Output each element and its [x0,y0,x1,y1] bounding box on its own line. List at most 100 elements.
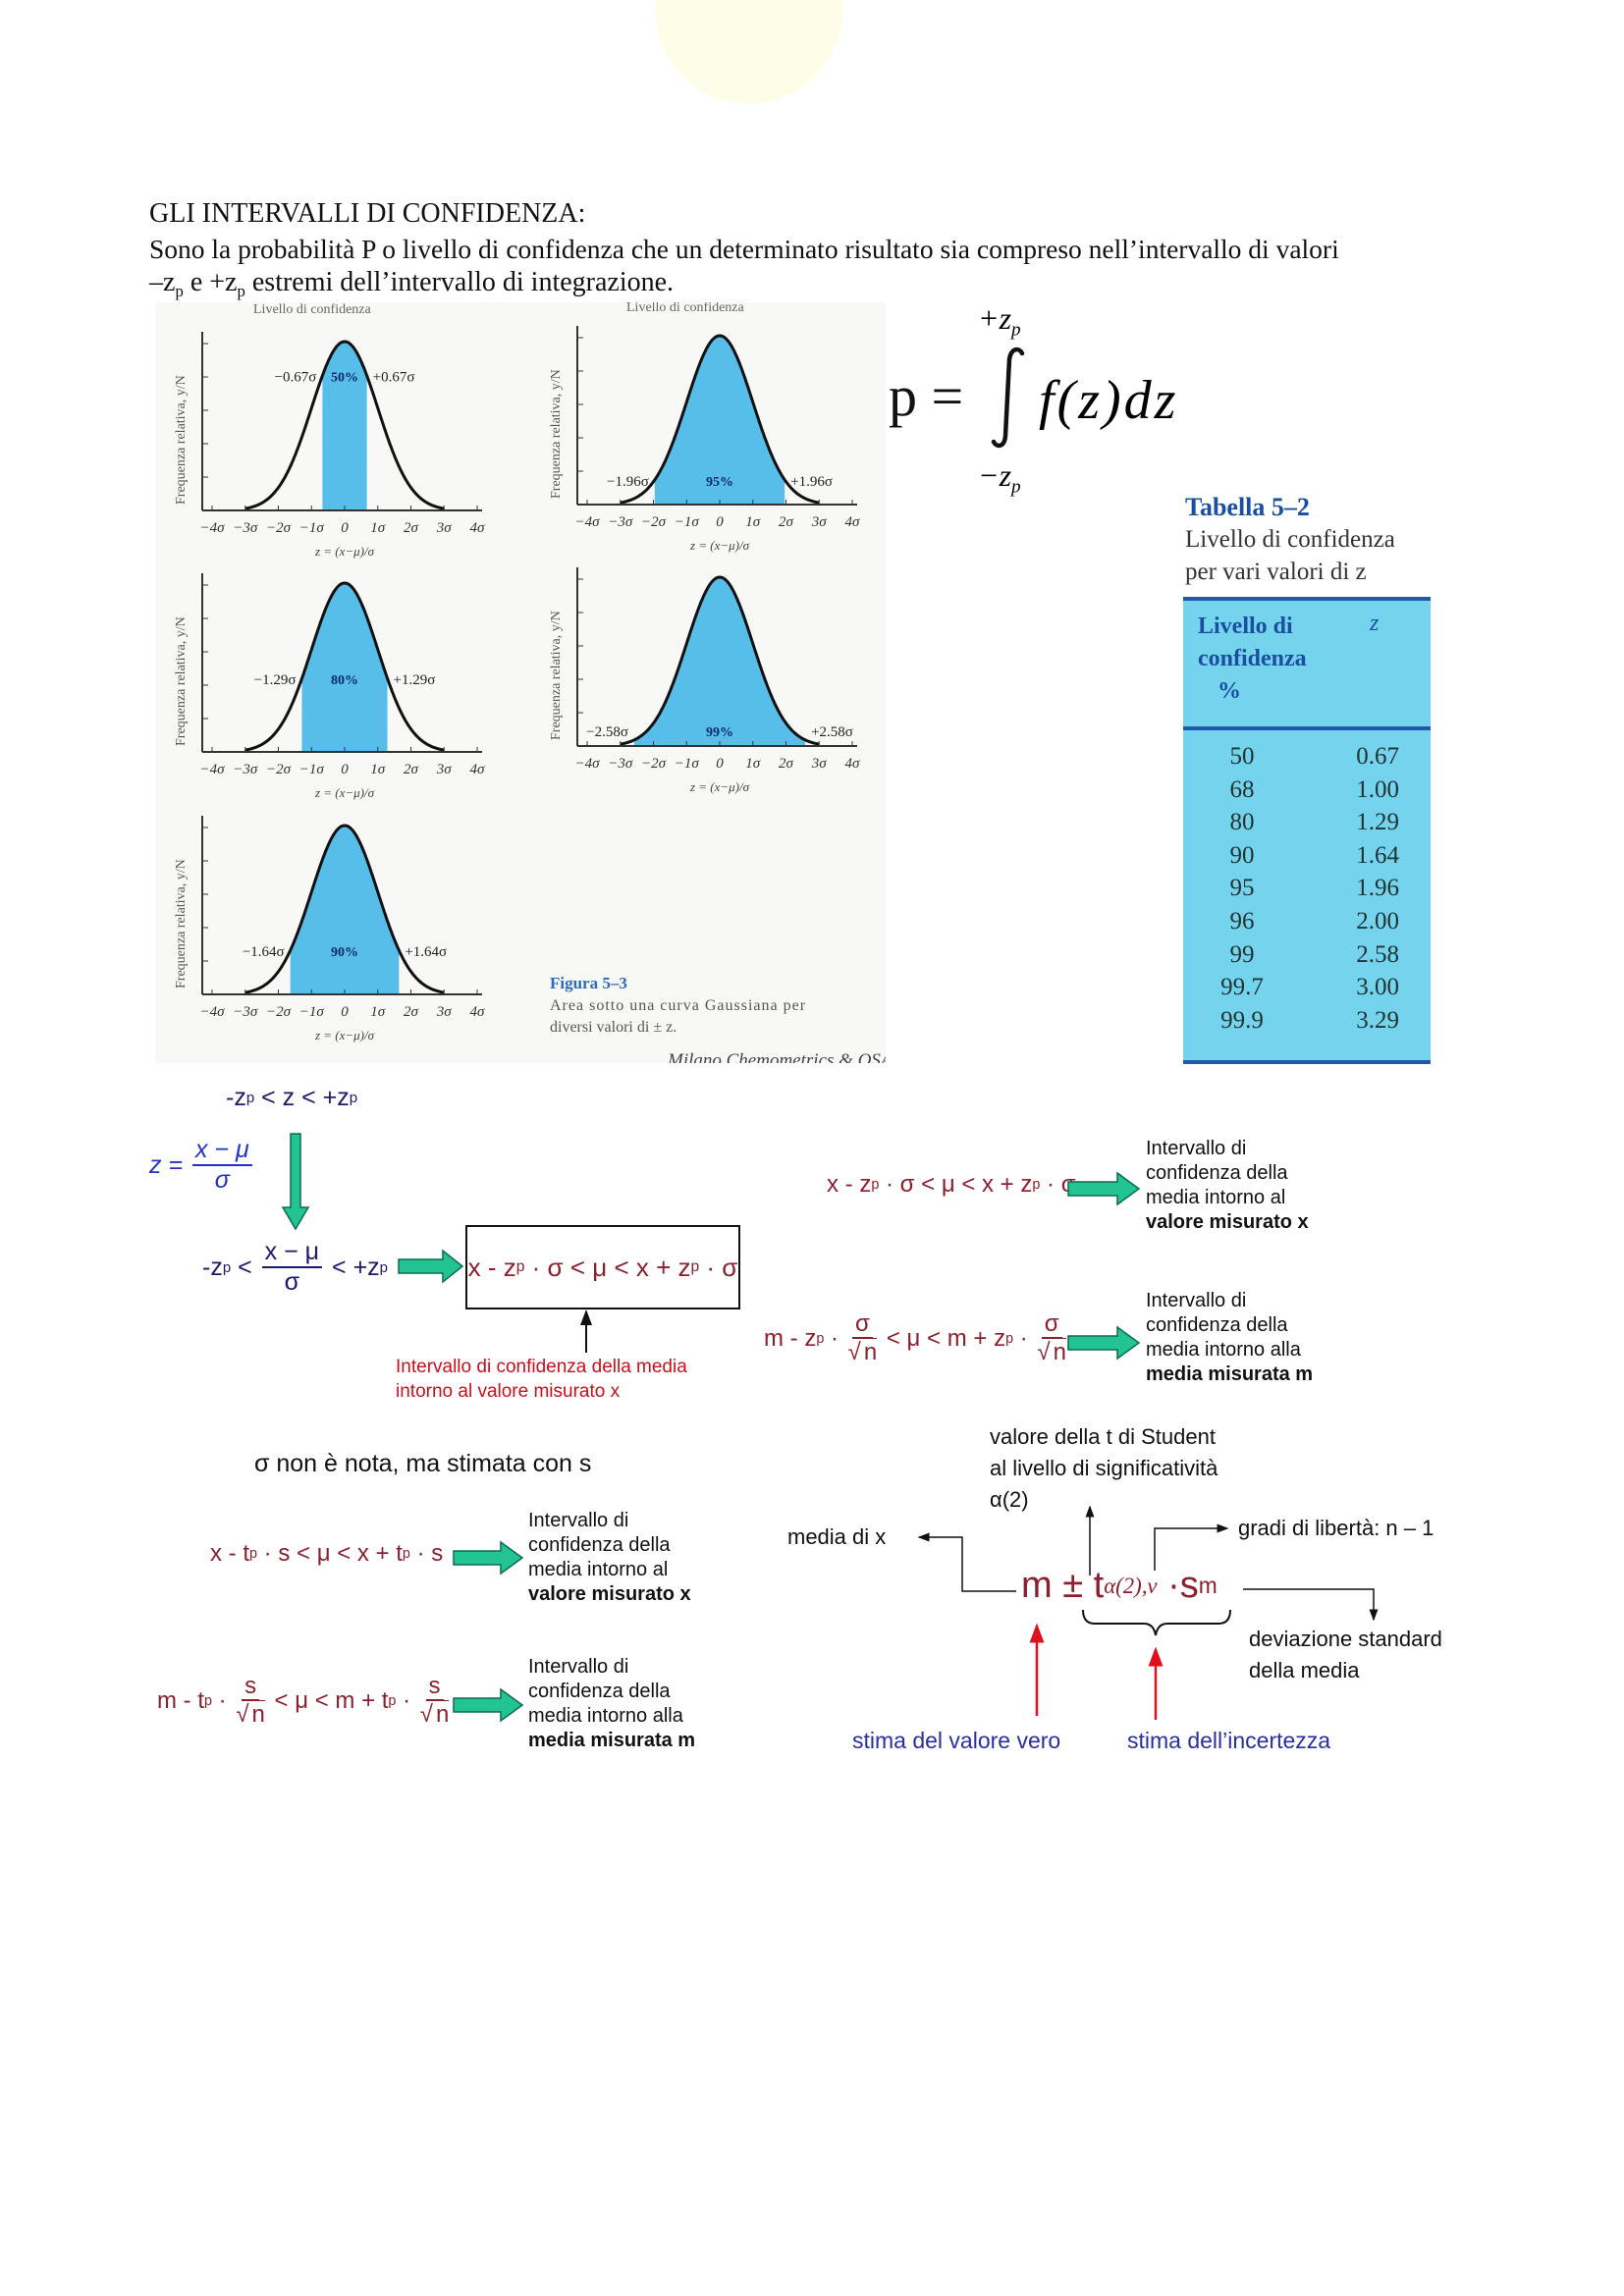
y-axis-label: Frequenza relativa, y/N [549,611,564,740]
percent-label: 80% [331,673,358,688]
cell-confidence: 68 [1229,775,1255,803]
formula-text: -z [202,1253,223,1281]
table-header-z: z [1370,611,1380,636]
formula-subscript: p [515,1258,525,1275]
table-subtitle: per vari valori di z [1185,559,1367,585]
note-t-interval-x: Intervallo di confidenza della media int… [528,1509,691,1607]
subscript: p [1011,319,1021,341]
cell-z: 1.96 [1356,875,1399,902]
text: –z [149,267,176,297]
x-axis-label: z = (x−μ)/σ [314,544,375,559]
green-down-arrow [281,1133,310,1231]
cell-confidence: 96 [1229,907,1255,934]
formula-subscript: α(2),ν [1104,1573,1158,1598]
x-tick-label: 4σ [470,762,486,777]
x-tick-label: 4σ [845,514,861,530]
x-tick-label: 2σ [779,756,794,772]
note-line: α(2) [990,1487,1029,1512]
formula-text: s [244,1673,257,1699]
true-value-note: stima del valore vero [852,1728,1061,1753]
figure-credit: Milano Chemometrics & QSAR [668,1050,886,1063]
formula-text: z = [149,1150,189,1179]
percent-label: 90% [331,945,358,960]
percent-label: 99% [706,725,733,740]
green-right-arrow [398,1249,464,1284]
x-tick-label: 1σ [745,756,761,772]
formula-text: ·s [1157,1565,1199,1606]
upper-bound-label: +1.29σ [394,672,436,688]
integral-upper-limit: +zp [978,300,1021,342]
formula-text: < [231,1253,259,1281]
cell-z: 1.64 [1356,841,1399,869]
upper-bound-label: +2.58σ [811,724,853,740]
formula-text: m - t [157,1686,204,1714]
shaded-area [654,336,785,505]
note-line: Intervallo di [528,1656,629,1678]
numerator: x − μ [261,1238,323,1268]
x-tick-label: 1σ [370,762,386,777]
header-line: confidenza [1198,646,1307,671]
green-right-arrow [453,1540,524,1575]
sqrt-radicand: n [862,1338,878,1366]
formula-subscript: p [1032,1177,1041,1193]
x-tick-label: 2σ [779,514,794,530]
cell-z: 2.00 [1356,907,1399,934]
x-tick-label: −2σ [641,514,667,530]
table-subtitle: Livello di confidenza [1185,526,1395,553]
denominator: √n [420,1700,450,1729]
integral-lower-limit: −zp [978,457,1021,499]
shaded-area [633,577,806,746]
formula-text: < μ < m + z [880,1324,1006,1352]
note-line: confidenza della [528,1681,671,1702]
formula-subscript: p [245,1090,255,1106]
lower-bound-label: −0.67σ [275,370,317,386]
panel-header: Livello di confidenza [253,302,371,317]
lower-bound-label: −1.96σ [607,474,649,490]
formula-subscript: p [249,1546,258,1562]
brace [1082,1609,1231,1636]
text: +z [978,300,1012,336]
x-tick-label: 3σ [811,514,828,530]
figure-caption-line: Area sotto una curva Gaussiana per [550,997,807,1014]
figure-caption-line: diversi valori di ± z. [550,1019,677,1036]
shaded-area [290,826,400,994]
formula-subscript: p [402,1546,410,1562]
note-line: Intervallo di [1146,1138,1247,1159]
mean-note: media di x [787,1524,887,1549]
text: −z [978,457,1012,493]
upper-bound-label: +0.67σ [373,370,415,386]
formula-sqrt: √n [420,1700,450,1729]
formula-text: x - z [467,1252,516,1282]
gaussian-curve [244,340,445,510]
formula-text: x − μ [195,1136,249,1163]
watermark-badge [618,0,880,142]
cell-confidence: 95 [1229,875,1255,902]
x-tick-label: 4σ [845,756,861,772]
formula-subscript: p [379,1258,389,1276]
x-tick-label: 0 [341,762,349,777]
formula-sqrt: √n [236,1700,265,1729]
formula-text: σ [214,1165,230,1194]
green-right-arrow [1067,1171,1141,1206]
subscript: p [1011,476,1021,498]
y-axis-label: Frequenza relativa, y/N [174,616,189,746]
cell-confidence: 90 [1229,841,1255,869]
x-tick-label: 4σ [470,1004,486,1020]
gaussian-curve [244,581,445,752]
formula-text: · σ < μ < x + z [879,1171,1033,1198]
x-tick-label: 0 [341,1004,349,1020]
note-line-bold: valore misurato x [1146,1211,1309,1233]
x-tick-label: −3σ [233,520,258,536]
x-tick-label: −4σ [574,756,600,772]
lower-bound-label: −1.64σ [243,944,285,960]
